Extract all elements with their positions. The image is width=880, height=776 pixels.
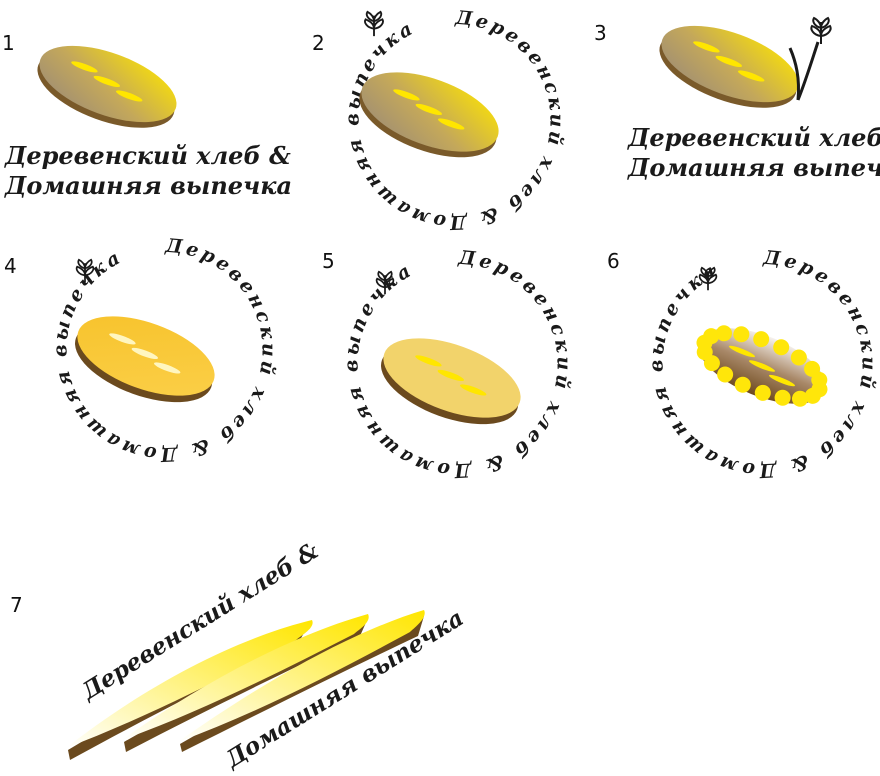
variant-number: 5 — [322, 249, 335, 273]
variant-number: 3 — [594, 21, 607, 45]
dot — [790, 349, 807, 366]
dot — [703, 328, 720, 345]
baguette-icon — [66, 620, 313, 760]
logo-line-1: Деревенский хлеб & — [627, 123, 880, 152]
loaf-icon — [381, 338, 521, 425]
variant-7: 7 Деревенский хлеб & Домашняя выпечка — [10, 537, 468, 774]
dot — [717, 366, 734, 383]
dot — [753, 331, 770, 348]
logo-line-1: Деревенский хлеб & — [4, 141, 291, 170]
variant-4: 4 Деревенский хлеб & Домашняя выпечка — [4, 235, 280, 466]
wheat-icon — [788, 17, 832, 101]
variant-6: 6 Деревенский хлеб & Домашняя выпечка — [607, 247, 880, 482]
logo-line-2: Домашняя выпечка — [4, 171, 292, 200]
dot — [774, 389, 791, 406]
variant-1: 1 Деревенский хлеб & Домашняя выпечка — [2, 31, 292, 200]
loaf-icon — [359, 72, 499, 158]
dot — [773, 339, 790, 356]
variant-3: 3 Деревенский хлеб & Домашняя выпечка — [594, 17, 880, 182]
loaf-icon — [696, 325, 828, 407]
dot — [811, 371, 828, 388]
dot — [733, 326, 750, 343]
variant-5: 5 Деревенский хлеб & Домашняя выпечка — [322, 247, 575, 482]
dot — [792, 390, 809, 407]
wheat-icon — [364, 10, 384, 38]
loaf-icon — [37, 45, 177, 128]
dot — [754, 384, 771, 401]
variant-2: 2 Деревенский хлеб & Домашняя выпечка — [312, 7, 568, 234]
variant-number: 2 — [312, 31, 325, 55]
variant-number: 6 — [607, 249, 620, 273]
loaf-icon — [659, 25, 799, 108]
loaf-icon — [75, 316, 215, 403]
dot — [734, 376, 751, 393]
dot — [715, 325, 732, 342]
dot — [804, 387, 821, 404]
baguette-icon — [178, 610, 425, 752]
dots-border — [696, 325, 828, 407]
baguette-icon — [122, 614, 369, 752]
variant-number: 7 — [10, 593, 23, 617]
logo-line-2: Домашняя выпечка — [627, 153, 880, 182]
variant-number: 1 — [2, 31, 15, 55]
variant-number: 4 — [4, 254, 17, 278]
